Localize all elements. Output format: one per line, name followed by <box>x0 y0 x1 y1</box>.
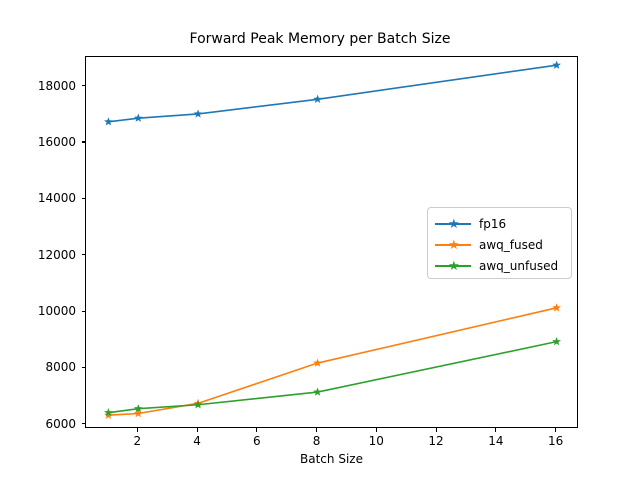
y-tick-mark <box>81 423 85 425</box>
x-tick-label: 4 <box>193 434 201 448</box>
y-tick-label: 18000 <box>37 78 76 93</box>
y-tick-mark <box>81 141 85 143</box>
x-tick-label: 14 <box>488 434 504 448</box>
data-point-marker <box>313 94 322 103</box>
legend-item-awq_unfused[interactable]: ★ awq_unfused <box>435 256 558 276</box>
series-awq_unfused <box>104 337 561 417</box>
x-tick-mark <box>375 428 377 432</box>
series-line <box>108 340 557 414</box>
y-tick-label: 12000 <box>37 247 76 262</box>
legend-line <box>435 244 471 246</box>
y-tick-mark <box>81 310 85 312</box>
x-axis-label: Batch Size <box>300 452 363 466</box>
data-point-marker <box>552 337 561 346</box>
x-tick-label: 8 <box>312 434 321 448</box>
series-layer <box>104 60 561 419</box>
x-tick-label: 12 <box>428 434 444 448</box>
legend-line <box>435 223 471 225</box>
legend-line <box>435 265 471 267</box>
x-tick-mark <box>316 428 318 432</box>
data-point-marker <box>104 410 113 419</box>
y-tick-label: 16000 <box>37 134 76 149</box>
legend-swatch-icon: ★ <box>435 259 471 273</box>
x-tick-label: 2 <box>133 434 142 448</box>
x-tick-mark <box>435 428 437 432</box>
series-fp16 <box>104 60 561 126</box>
y-tick-mark <box>81 254 85 256</box>
chart-title: Forward Peak Memory per Batch Size <box>189 31 451 47</box>
star-icon: ★ <box>448 217 460 232</box>
data-point-marker <box>313 358 322 367</box>
data-point-marker <box>552 303 561 312</box>
x-tick-label: 10 <box>368 434 384 448</box>
y-tick-mark <box>81 197 85 199</box>
legend-label: fp16 <box>479 217 507 231</box>
star-icon: ★ <box>448 238 460 253</box>
data-point-marker <box>104 117 113 126</box>
series-line <box>108 307 557 416</box>
x-tick-mark <box>555 428 557 432</box>
y-tick-label: 6000 <box>45 416 76 431</box>
x-tick-mark <box>495 428 497 432</box>
data-point-marker <box>313 387 322 396</box>
star-icon: ★ <box>448 259 460 274</box>
data-point-marker <box>133 404 143 413</box>
legend-swatch-icon: ★ <box>435 217 471 231</box>
legend-item-awq_fused[interactable]: ★ awq_fused <box>435 235 543 255</box>
x-tick-label: 16 <box>547 434 564 448</box>
y-tick-mark <box>81 366 85 368</box>
data-point-marker <box>104 408 113 417</box>
legend-item-fp16[interactable]: ★ fp16 <box>435 214 506 234</box>
data-point-marker <box>193 400 203 409</box>
data-point-marker <box>133 113 143 122</box>
data-point-marker <box>133 408 143 418</box>
x-tick-mark <box>136 428 138 432</box>
series-awq_fused <box>104 303 561 419</box>
data-point-marker <box>552 60 561 69</box>
data-point-marker <box>193 109 203 118</box>
x-tick-mark <box>196 428 198 432</box>
y-tick-label: 14000 <box>37 191 76 206</box>
chart-legend: ★ fp16 ★ awq_fused ★ awq_unfused <box>427 207 572 279</box>
legend-swatch-icon: ★ <box>435 238 471 252</box>
legend-label: awq_unfused <box>479 259 559 273</box>
series-line <box>108 64 557 123</box>
x-tick-mark <box>256 428 258 432</box>
y-tick-mark <box>81 85 85 87</box>
y-tick-label: 10000 <box>37 304 76 319</box>
x-tick-label: 6 <box>252 434 261 448</box>
y-tick-label: 8000 <box>45 360 76 375</box>
legend-label: awq_fused <box>479 238 543 252</box>
